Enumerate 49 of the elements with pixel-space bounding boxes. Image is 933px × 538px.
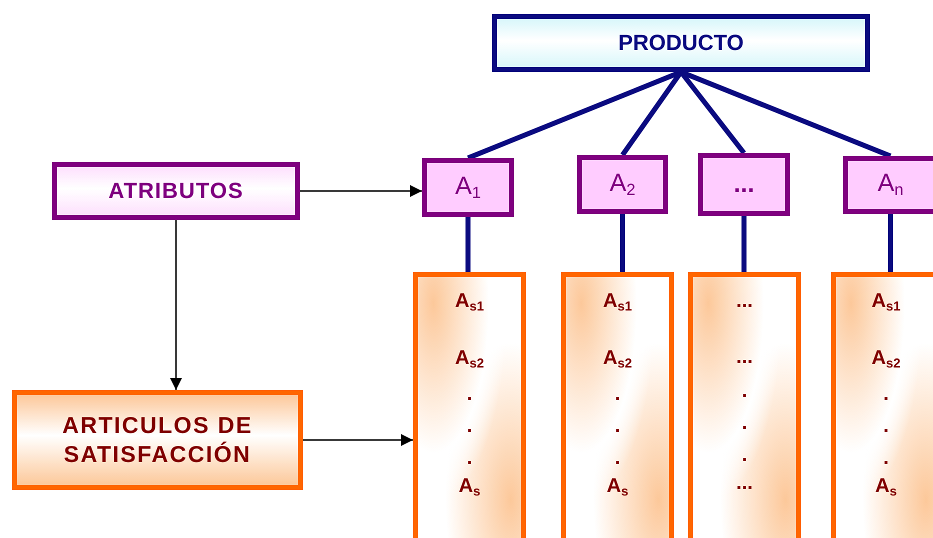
node-label: ARTICULOS DE SATISFACCIÓN (61, 411, 254, 469)
item-label: ... (736, 291, 753, 311)
item-label: A$_{s1}$ (455, 291, 484, 312)
attributes-box (52, 162, 300, 220)
arrow (300, 185, 422, 197)
attribute-box (843, 156, 933, 214)
node-label: ... (734, 170, 754, 199)
item-label: . (742, 413, 748, 433)
attribute-box (422, 158, 514, 217)
connector-line (620, 214, 625, 272)
node-label: PRODUCTO (618, 30, 744, 56)
node-label: ATRIBUTOS (108, 178, 244, 204)
item-label: . (614, 448, 620, 468)
attribute-box (698, 153, 790, 216)
item-label: A$_{s}$ (458, 476, 480, 497)
connector-line (466, 217, 470, 272)
item-column (413, 272, 526, 538)
item-label: A$_{s}$ (875, 476, 897, 497)
item-label: . (614, 416, 620, 436)
item-label: . (742, 381, 748, 401)
item-label: ... (736, 473, 753, 493)
arrow (170, 220, 182, 390)
item-label: A$_{s2}$ (603, 348, 632, 370)
item-column (831, 272, 933, 538)
product-box (492, 14, 870, 72)
connector-line (888, 214, 893, 272)
item-label: . (466, 448, 472, 468)
item-label: . (883, 416, 889, 436)
item-label: . (883, 448, 889, 468)
item-label: . (883, 384, 889, 404)
item-label: . (466, 384, 472, 404)
node-label: A$_{1}$ (455, 172, 481, 204)
arrow (303, 434, 413, 446)
item-label: A$_{s1}$ (872, 291, 900, 312)
item-label: A$_{s2}$ (455, 348, 484, 370)
item-label: A$_{s2}$ (872, 348, 900, 370)
item-column (561, 272, 674, 538)
item-label: ... (736, 347, 753, 367)
item-label: . (466, 416, 472, 436)
item-label: . (742, 445, 748, 465)
item-column (688, 272, 801, 538)
satisfaction-items-box (12, 390, 303, 490)
item-label: A$_{s1}$ (603, 291, 632, 312)
attribute-box (577, 155, 668, 214)
node-label: A$_{2}$ (610, 168, 636, 200)
connector-line (742, 216, 746, 272)
node-label: A$_{n}$ (878, 169, 904, 201)
item-label: A$_{s}$ (606, 476, 628, 497)
item-label: . (614, 384, 620, 404)
